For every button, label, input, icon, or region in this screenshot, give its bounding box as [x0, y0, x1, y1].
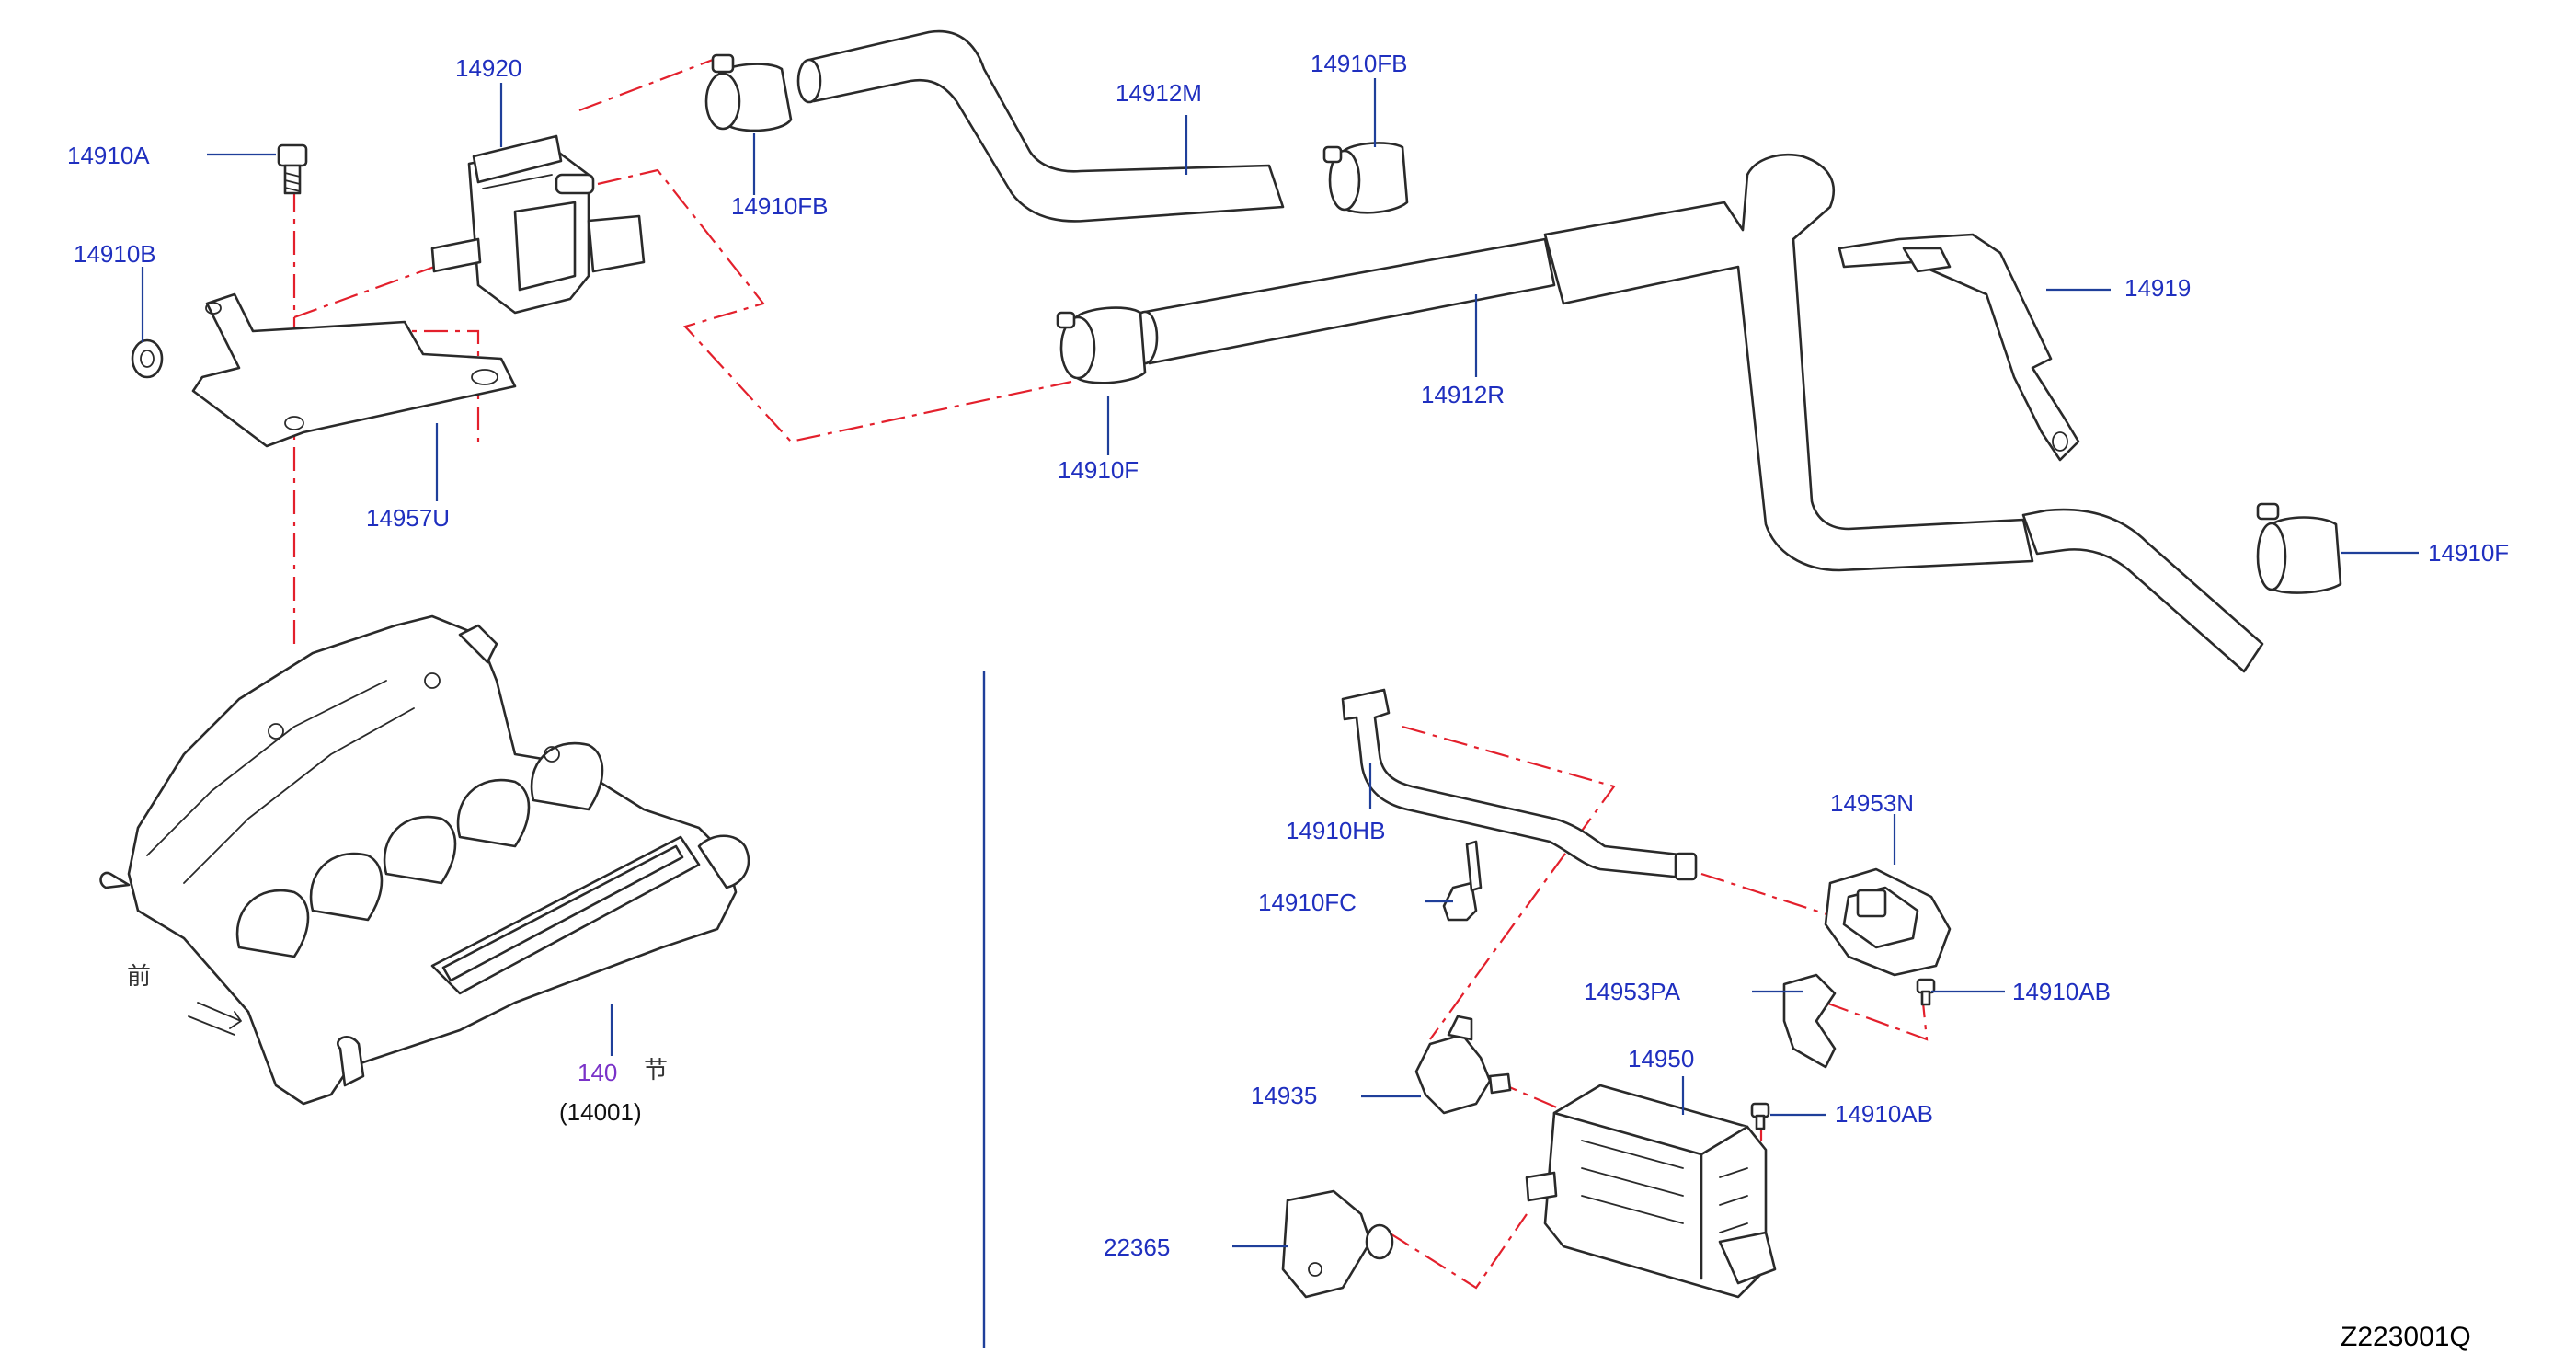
assembly-part-number: (14001) [559, 1098, 642, 1126]
callout-14953pa: 14953PA [1584, 978, 1681, 1005]
clip-14910fc [1442, 840, 1483, 922]
hose-14912r [1131, 153, 2264, 673]
callout-14910fb-lower: 14910FB [731, 192, 829, 220]
callout-14912m: 14912M [1116, 79, 1202, 107]
callout-14910b: 14910B [74, 240, 156, 268]
hose-14910hb [1341, 688, 1698, 881]
section-glyph: 节 [644, 1057, 668, 1084]
bracket-14919 [1838, 233, 2080, 462]
bolt-14910ab-lower [1750, 1102, 1770, 1130]
front-glyph: 前 [127, 963, 151, 991]
assembly-ref-number: 140 [578, 1059, 617, 1086]
hose-clamp-14910fb-lower [1322, 142, 1409, 214]
valve-14935 [1414, 1015, 1512, 1115]
callout-labels: 14920 14910A 14910B 14910FB 14910FB 1491… [67, 50, 2509, 1261]
canister-14950 [1525, 1084, 1777, 1299]
sensor-22365 [1281, 1189, 1394, 1299]
intake-manifold-assembly [99, 614, 750, 1106]
callout-14910fb-upper: 14910FB [1311, 50, 1408, 77]
callout-14910ab-upper: 14910AB [2012, 978, 2111, 1005]
callout-14910fc: 14910FC [1258, 889, 1357, 916]
separator-14953n [1824, 867, 1952, 977]
callout-14910f-middle: 14910F [1058, 456, 1139, 484]
callout-14953n: 14953N [1830, 789, 1914, 817]
hose-clamp-14910f-middle [1056, 306, 1147, 384]
callout-14950: 14950 [1628, 1045, 1694, 1072]
callout-14910a: 14910A [67, 142, 150, 169]
hose-clamp-14910fb-upper [704, 53, 793, 132]
bracket-14953pa [1782, 973, 1837, 1069]
bolt-14910ab-upper [1916, 978, 1936, 1006]
front-direction-arrow [188, 1002, 242, 1036]
callout-14912r: 14912R [1421, 381, 1505, 408]
callout-14910ab-lower: 14910AB [1835, 1100, 1933, 1128]
callout-22365: 22365 [1104, 1233, 1170, 1261]
leader-lines [141, 78, 2419, 1248]
callout-14957u: 14957U [366, 504, 450, 532]
diagram-code: Z223001Q [2341, 1322, 2471, 1352]
nut-14910b [131, 338, 164, 379]
purge-solenoid-valve [430, 134, 646, 315]
callout-14935: 14935 [1251, 1082, 1317, 1109]
callout-14910f-right: 14910F [2428, 539, 2509, 567]
hose-clamp-14910f-right [2256, 502, 2342, 594]
bolt-14910a [277, 143, 308, 195]
callout-14910hb: 14910HB [1286, 817, 1385, 844]
callout-14920: 14920 [455, 54, 521, 82]
hose-14912m [796, 29, 1285, 223]
callout-14919: 14919 [2124, 274, 2191, 302]
connection-lines [292, 58, 1929, 1290]
bracket-14957u [191, 292, 517, 448]
